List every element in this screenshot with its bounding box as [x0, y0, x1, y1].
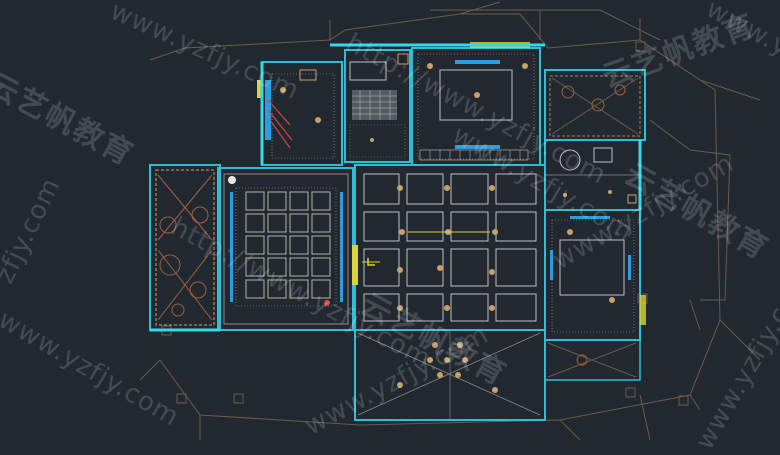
bathroom-top — [344, 49, 411, 163]
ceiling-panel — [406, 211, 444, 242]
ceiling-light — [399, 229, 405, 235]
ceiling-coffer — [311, 213, 331, 233]
ceiling-light — [489, 185, 495, 191]
exterior-wall-accents — [150, 43, 642, 332]
bedroom-top-left — [257, 61, 343, 166]
ceiling-coffer — [311, 191, 331, 211]
ceiling-light — [397, 305, 403, 311]
ceiling-panel — [495, 248, 537, 287]
ceiling-coffer — [245, 191, 265, 211]
ceiling-coffer — [267, 191, 287, 211]
ceiling-coffer — [289, 257, 309, 277]
ceiling-panel — [450, 248, 489, 287]
ceiling-light — [437, 265, 443, 271]
ceiling-light — [489, 305, 495, 311]
living-room — [217, 167, 354, 331]
ceiling-coffer — [289, 191, 309, 211]
ceiling-coffer — [289, 235, 309, 255]
ceiling-light — [492, 229, 498, 235]
ceiling-panel — [450, 293, 489, 322]
bottom-right-balcony — [544, 339, 641, 381]
ceiling-panel — [450, 211, 489, 242]
ceiling-light — [444, 185, 450, 191]
ceiling-coffer — [267, 213, 287, 233]
ceiling-panel — [406, 293, 444, 322]
living-ceiling-grid — [245, 191, 331, 299]
ceiling-coffer — [245, 213, 265, 233]
ceiling-coffer — [311, 235, 331, 255]
ceiling-panel — [495, 211, 537, 242]
ceiling-panel — [495, 293, 537, 322]
ceiling-coffer — [311, 257, 331, 277]
ceiling-coffer — [245, 257, 265, 277]
ceiling-light — [397, 267, 403, 273]
ceiling-coffer — [289, 279, 309, 299]
ceiling-light — [489, 269, 495, 275]
roof-outline — [139, 1, 761, 441]
ceiling-coffer — [245, 279, 265, 299]
ceiling-panel — [450, 173, 489, 205]
ceiling-light — [444, 305, 450, 311]
ceiling-coffer — [245, 235, 265, 255]
ceiling-coffer — [267, 235, 287, 255]
ceiling-coffer — [311, 279, 331, 299]
hall-light-fixtures — [397, 185, 498, 311]
ceiling-coffer — [289, 213, 309, 233]
ceiling-panel — [406, 173, 444, 205]
ceiling-coffer — [267, 279, 287, 299]
ceiling-panel — [363, 211, 400, 242]
entry-foyer — [354, 329, 546, 421]
ceiling-panel — [495, 173, 537, 205]
ceiling-panel — [406, 248, 444, 287]
ceiling-coffer — [267, 257, 287, 277]
ceiling-light — [397, 185, 403, 191]
